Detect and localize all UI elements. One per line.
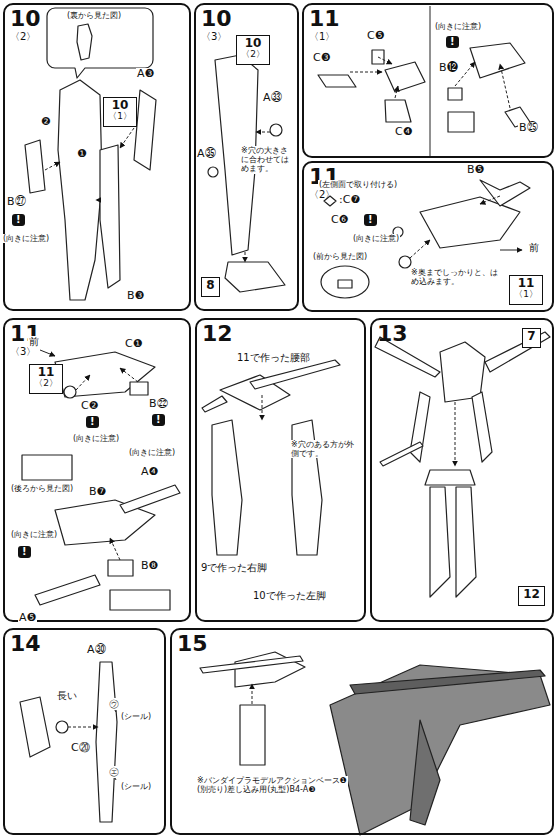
step-number: 10 <box>201 7 297 31</box>
step-panel: 13712 <box>370 318 554 622</box>
part-callout: A❹ <box>140 466 159 479</box>
part-callout: 9で作った右脚 <box>200 562 268 574</box>
part-callout: A㉟ <box>196 148 217 161</box>
part-callout: ❷ <box>40 116 52 129</box>
part-callout: (向きに注意) <box>352 234 400 243</box>
part-callout: ㋒ <box>108 698 120 710</box>
part-callout: B❽ <box>140 560 159 573</box>
part-callout: B㉕ <box>518 122 539 135</box>
part-callout: (向きに注意) <box>10 530 58 539</box>
part-callout: 長い <box>56 690 78 702</box>
part-callout: (向きに注意) <box>128 448 176 457</box>
step-reference-box: 12 <box>518 586 545 606</box>
part-callout: C❹ <box>394 126 414 139</box>
caution-mark: ! <box>446 36 459 48</box>
step-panel: 10 〈2〉 10〈1〉 <box>3 3 191 311</box>
part-callout: B❼ <box>88 486 107 499</box>
sub-step-number: 〈2〉 <box>240 50 266 60</box>
part-callout: (シール) <box>120 782 152 791</box>
part-callout: ※穴の大きさに合わせてはめます。 <box>240 146 296 174</box>
part-callout: A㉚ <box>86 644 107 657</box>
part-callout: 11で作った腰部 <box>236 352 311 364</box>
part-callout: ※穴のある方が外側です。 <box>290 440 360 458</box>
step-number: 11 <box>33 366 59 379</box>
sub-step-number: 〈1〉 <box>513 290 539 300</box>
caution-mark: ! <box>18 546 31 558</box>
part-callout: C❷ <box>80 400 100 413</box>
caution-mark: ! <box>86 416 99 428</box>
step-reference-box: 11〈1〉 <box>509 275 543 305</box>
part-callout: B❸ <box>126 290 145 303</box>
step-number: 12 <box>522 588 541 601</box>
step-reference-box: 10〈2〉 <box>236 35 270 65</box>
step-number: 11 <box>513 277 539 290</box>
part-callout: 10で作った左脚 <box>252 590 327 602</box>
sub-step-number: 〈2〉 <box>33 379 59 389</box>
part-callout: (前から見た図) <box>312 252 368 261</box>
step-panel: 14 <box>3 628 166 835</box>
part-callout: C❻ <box>330 214 350 227</box>
part-callout: (後ろから見た図) <box>10 484 74 493</box>
step-number: 15 <box>177 632 552 656</box>
step-panel: 12 <box>195 318 366 622</box>
part-callout: (向きに注意) <box>72 434 120 443</box>
part-callout: B㉗ <box>6 196 27 209</box>
caution-mark: ! <box>152 414 165 426</box>
part-callout: (シール) <box>120 712 152 721</box>
part-callout: C⑳ <box>70 742 91 755</box>
step-reference-box: 10〈1〉 <box>103 97 137 127</box>
part-callout: B㉒ <box>148 398 169 411</box>
step-reference-box: 11〈2〉 <box>29 364 63 394</box>
step-number: 8 <box>205 279 216 292</box>
step-panel: 11 〈3〉 11〈2〉 <box>3 318 191 622</box>
part-callout: (裏から見た図) <box>66 11 122 20</box>
step-number: 10 <box>107 99 133 112</box>
part-callout: C❺ <box>366 30 386 43</box>
sub-step-number: 〈3〉 <box>10 346 189 357</box>
sub-step-number: 〈1〉 <box>309 31 552 42</box>
step-number: 7 <box>526 330 537 343</box>
part-callout: A❺ <box>18 612 37 625</box>
part-callout: ※奥までしっかりと、はめ込みます。 <box>410 268 502 286</box>
caution-mark: ! <box>364 214 377 226</box>
part-callout: C❸ <box>312 52 332 65</box>
part-callout: 前 <box>28 336 40 348</box>
part-callout: B❺ <box>466 164 485 177</box>
part-callout: C❶ <box>124 338 144 351</box>
step-number: 10 <box>240 37 266 50</box>
step-number: 11 <box>309 7 552 31</box>
step-panel: 15 <box>170 628 554 835</box>
part-callout: ㋓ <box>108 766 120 778</box>
part-callout: A❸ <box>136 68 155 81</box>
sub-step-number: 〈1〉 <box>107 112 133 122</box>
part-callout: (左側面で取り付ける) <box>318 180 398 189</box>
part-callout: :C❼ <box>338 194 361 207</box>
part-callout: A㉝ <box>262 92 283 105</box>
part-callout: B⓬ <box>438 62 459 75</box>
part-callout: ※バンダイプラモデルアクションベース❶(別売り)差し込み用(丸型)B4-A❸ <box>196 776 348 794</box>
sub-step-number: 〈2〉 <box>10 31 189 42</box>
caution-mark: ! <box>12 214 25 226</box>
part-callout: 前 <box>528 242 540 254</box>
part-callout: (向きに注意) <box>434 22 482 31</box>
part-callout: (向きに注意) <box>2 234 50 243</box>
step-reference-box: 7 <box>522 328 541 348</box>
step-number: 12 <box>202 322 364 346</box>
part-callout: ❶ <box>76 148 88 161</box>
step-panel: 11〈1〉 <box>302 3 554 158</box>
step-reference-box: 8 <box>201 277 220 297</box>
